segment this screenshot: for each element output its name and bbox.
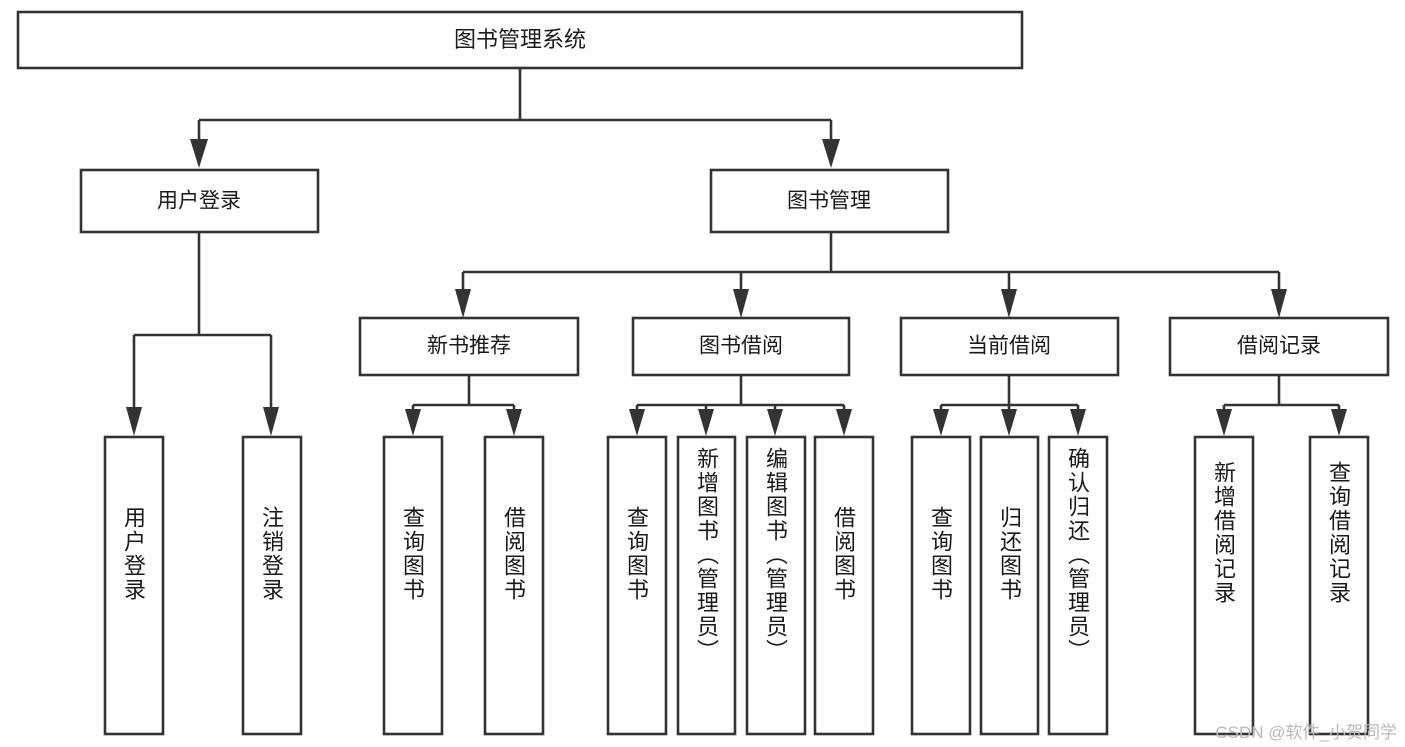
connector-new-book-rec-to-leaves — [405, 375, 522, 436]
arrow-head-leaf-confirm-return — [1070, 409, 1086, 436]
node-current-borrow[interactable]: 当前借阅 — [899, 316, 1120, 377]
arrow-head-leaf-borrow-book-2 — [836, 409, 852, 436]
connector-root-to-level2 — [190, 68, 840, 168]
node-borrow-record[interactable]: 借阅记录 — [1168, 316, 1390, 377]
node-leaf-borrow-book-1-box[interactable] — [483, 435, 545, 736]
node-leaf-query-book-1-box[interactable] — [382, 435, 444, 736]
node-book-manage-label: 图书管理 — [787, 190, 871, 213]
node-leaf-query-book-2-box[interactable] — [606, 435, 668, 736]
arrow-head-current-borrow — [1001, 289, 1017, 318]
node-book-borrow-label: 图书借阅 — [699, 335, 783, 358]
node-new-book-rec[interactable]: 新书推荐 — [358, 316, 580, 377]
arrow-head-leaf-return-book — [1001, 409, 1017, 436]
arrow-head-leaf-add-record — [1216, 409, 1232, 436]
arrow-head-leaf-borrow-book-1 — [506, 409, 522, 436]
node-new-book-rec-box[interactable] — [358, 316, 580, 377]
arrow-head-book-manage — [822, 139, 840, 168]
arrow-head-leaf-query-book-1 — [405, 409, 421, 436]
node-current-borrow-box[interactable] — [899, 316, 1120, 377]
connector-book-manage-to-level3 — [455, 232, 1287, 318]
node-leaf-edit-book-box[interactable] — [745, 435, 807, 736]
arrow-head-user-login — [190, 139, 208, 168]
leaf-boxes — [103, 435, 1370, 736]
arrow-head-leaf-query-record — [1331, 409, 1347, 436]
node-current-borrow-label: 当前借阅 — [967, 335, 1051, 358]
csdn-watermark: CSDN @软件_小贺同学 — [1215, 723, 1397, 742]
arrow-head-borrow-record — [1271, 289, 1287, 318]
arrow-head-leaf-edit-book — [767, 409, 783, 436]
node-root-box[interactable] — [16, 10, 1024, 70]
node-root-label: 图书管理系统 — [454, 27, 586, 52]
node-leaf-add-book-box[interactable] — [676, 435, 737, 736]
node-user-login[interactable]: 用户登录 — [79, 168, 320, 234]
node-leaf-query-book-3-box[interactable] — [910, 435, 972, 736]
node-root[interactable]: 图书管理系统 — [16, 10, 1024, 70]
node-user-login-label: 用户登录 — [157, 190, 241, 213]
node-leaf-query-record-box[interactable] — [1308, 435, 1370, 736]
arrow-head-new-book-rec — [455, 289, 471, 318]
arrow-head-leaf-query-book-3 — [933, 409, 949, 436]
node-leaf-logout-box[interactable] — [241, 435, 303, 736]
node-leaf-borrow-book-2-box[interactable] — [813, 435, 875, 736]
node-leaf-return-book-box[interactable] — [979, 435, 1040, 736]
connector-book-borrow-to-leaves — [629, 375, 852, 436]
node-book-manage[interactable]: 图书管理 — [709, 168, 950, 234]
node-borrow-record-box[interactable] — [1168, 316, 1390, 377]
node-new-book-rec-label: 新书推荐 — [427, 335, 511, 358]
connector-borrow-record-to-leaves — [1216, 375, 1347, 436]
node-book-manage-box[interactable] — [709, 168, 950, 234]
arrow-head-book-borrow — [733, 289, 749, 318]
arrow-head-leaf-query-book-2 — [629, 409, 645, 436]
node-book-borrow-box[interactable] — [631, 316, 851, 377]
arrow-head-leaf-add-book — [698, 409, 714, 436]
node-user-login-box[interactable] — [79, 168, 320, 234]
arrow-head-leaf-user-login — [126, 407, 142, 436]
arrow-head-leaf-logout — [263, 407, 279, 436]
node-book-borrow[interactable]: 图书借阅 — [631, 316, 851, 377]
node-leaf-confirm-return-box[interactable] — [1047, 435, 1109, 736]
node-leaf-add-record-box[interactable] — [1193, 435, 1255, 736]
node-borrow-record-label: 借阅记录 — [1237, 335, 1321, 358]
connector-current-borrow-to-leaves — [933, 375, 1086, 436]
connector-user-login-to-leaves — [126, 232, 279, 436]
node-leaf-user-login-box[interactable] — [103, 435, 165, 736]
